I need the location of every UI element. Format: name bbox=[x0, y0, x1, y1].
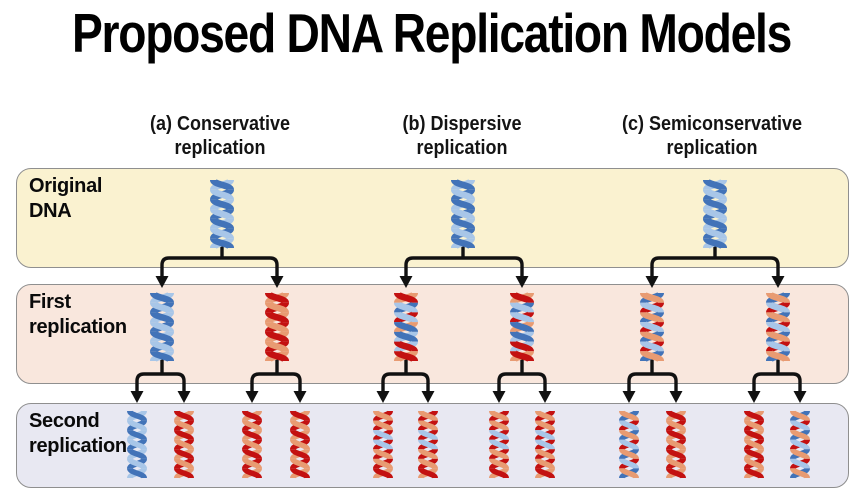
row-label-first-replication: First replication bbox=[29, 290, 127, 340]
arrowhead-down-icon bbox=[747, 391, 761, 403]
column-header-line1: (a) Conservative bbox=[149, 113, 291, 135]
arrowhead-down-icon bbox=[421, 391, 435, 403]
band-first-replication: First replication bbox=[16, 284, 849, 384]
arrowhead-down-icon bbox=[376, 391, 390, 403]
row-label-second-replication: Second replication bbox=[29, 409, 127, 459]
row-label-line1: Original bbox=[29, 175, 103, 197]
column-header-line2: replication bbox=[174, 137, 266, 159]
arrowhead-down-icon bbox=[669, 391, 683, 403]
column-header-semiconservative: (c) Semiconservative replication bbox=[604, 112, 820, 160]
arrowhead-down-icon bbox=[177, 391, 191, 403]
row-label-line1: First bbox=[29, 291, 71, 313]
arrowhead-down-icon bbox=[793, 391, 807, 403]
column-header-line1: (b) Dispersive bbox=[402, 113, 522, 135]
arrowhead-down-icon bbox=[622, 391, 636, 403]
band-original-dna: Original DNA bbox=[16, 168, 849, 268]
column-header-line1: (c) Semiconservative bbox=[621, 113, 803, 135]
row-label-line2: replication bbox=[29, 435, 127, 457]
row-label-line2: DNA bbox=[29, 200, 72, 222]
column-header-conservative: (a) Conservative replication bbox=[112, 112, 328, 160]
arrowhead-down-icon bbox=[245, 391, 259, 403]
arrowhead-down-icon bbox=[293, 391, 307, 403]
row-label-line2: replication bbox=[29, 316, 127, 338]
row-label-original-dna: Original DNA bbox=[29, 174, 102, 224]
band-second-replication: Second replication bbox=[16, 403, 849, 488]
column-header-dispersive: (b) Dispersive replication bbox=[354, 112, 570, 160]
arrowhead-down-icon bbox=[492, 391, 506, 403]
row-label-line1: Second bbox=[29, 410, 100, 432]
arrowhead-down-icon bbox=[538, 391, 552, 403]
column-header-line2: replication bbox=[416, 137, 508, 159]
page-title: Proposed DNA Replication Models bbox=[71, 2, 792, 64]
column-header-line2: replication bbox=[666, 137, 758, 159]
arrowhead-down-icon bbox=[130, 391, 144, 403]
